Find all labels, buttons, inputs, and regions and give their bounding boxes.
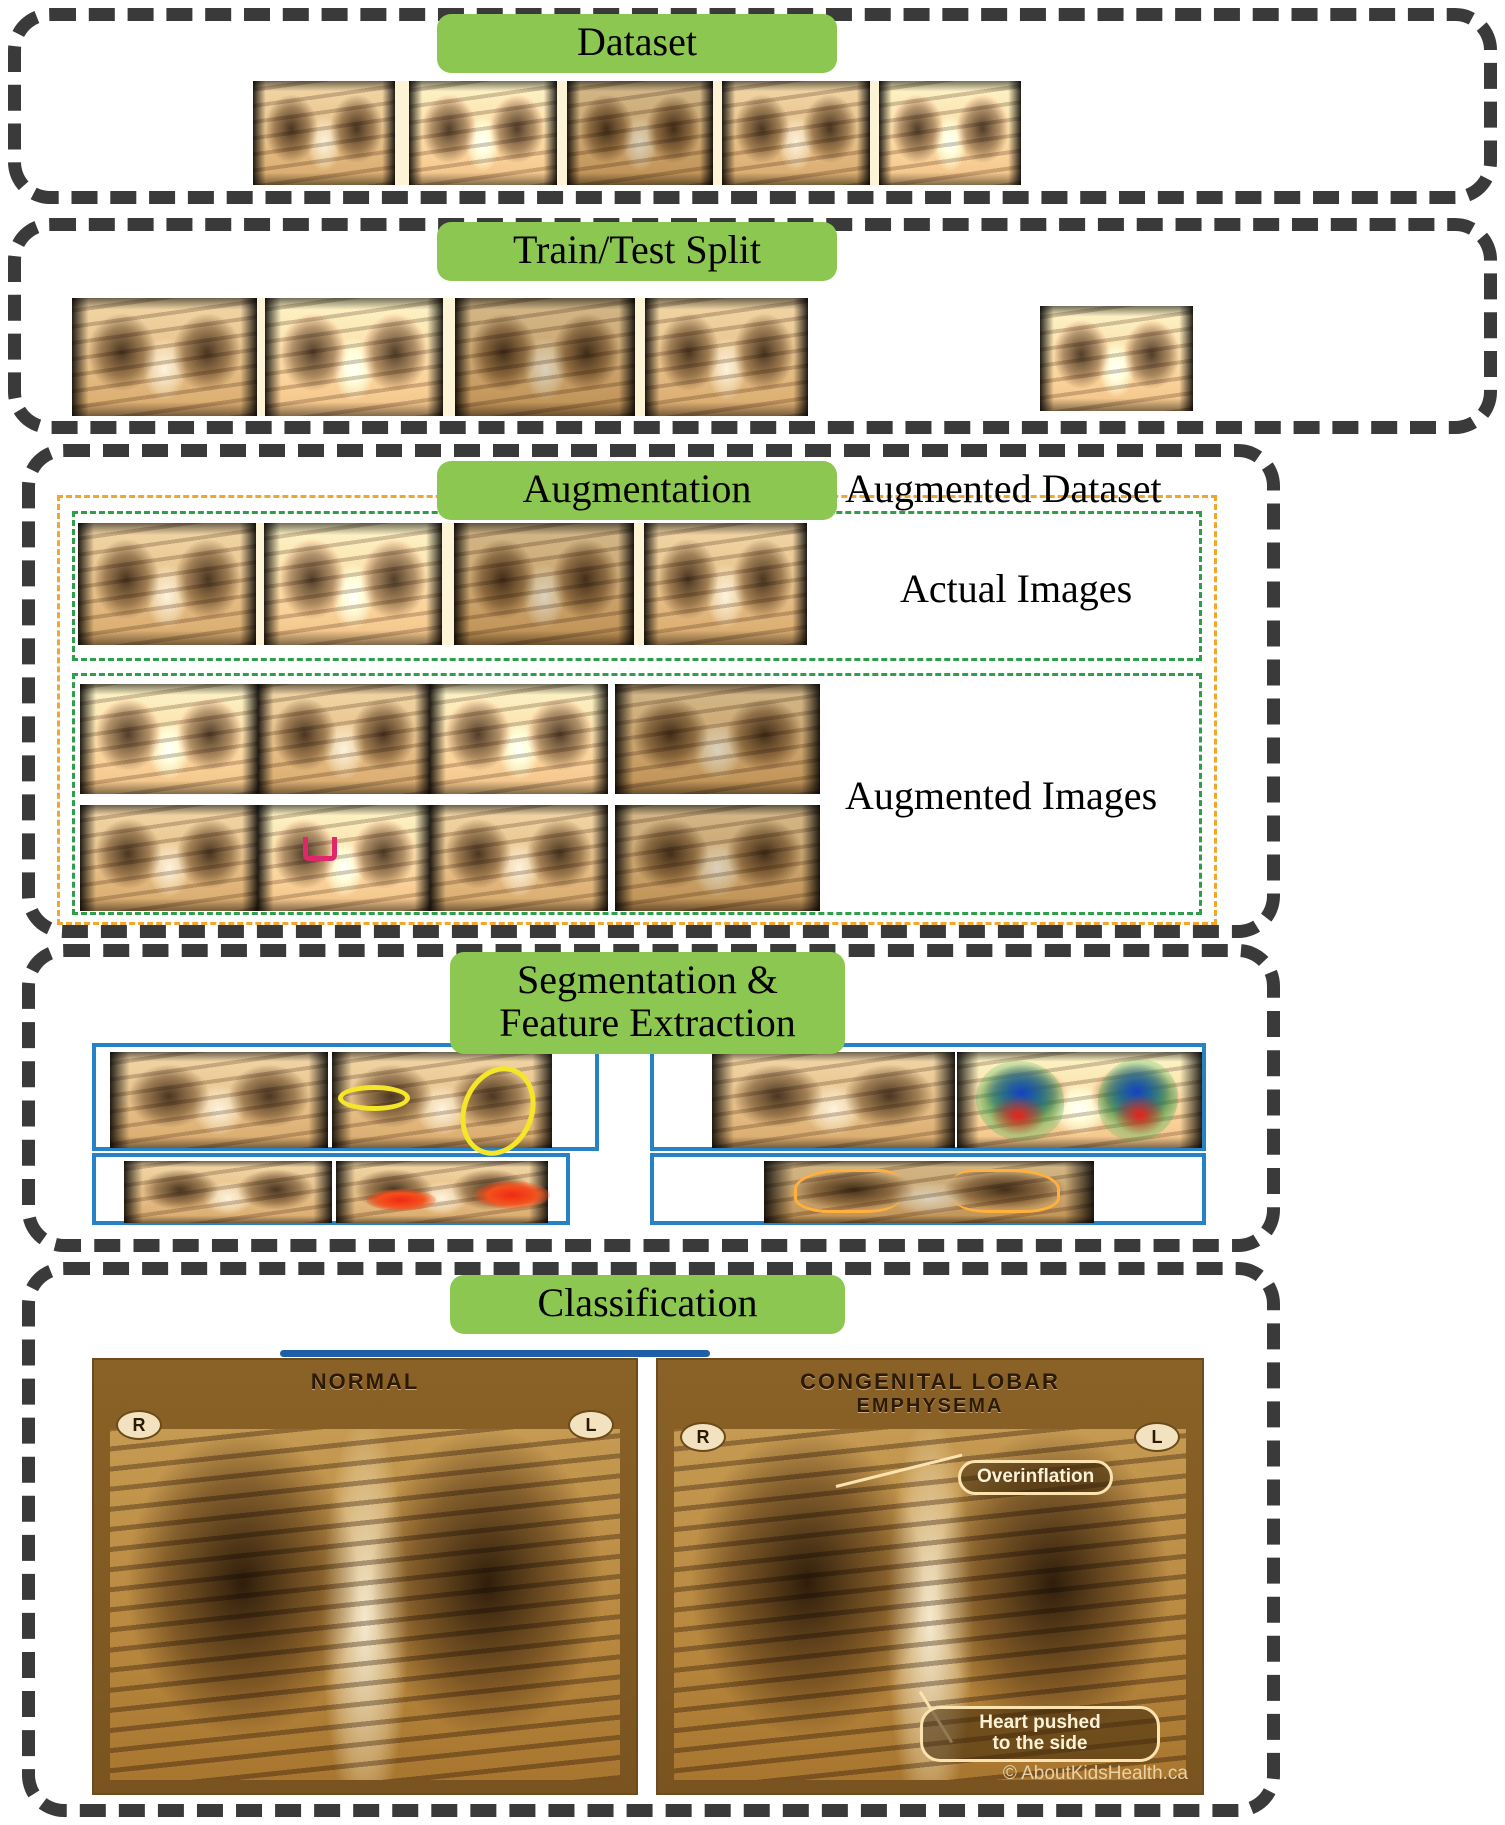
classification-abnormal-title: CONGENITAL LOBAR EMPHYSEMA — [658, 1369, 1202, 1418]
callout-overinflation: Overinflation — [958, 1460, 1114, 1495]
augmentation-aug-6 — [258, 805, 430, 911]
augmentation-actual-4 — [644, 523, 807, 645]
augmentation-aug-5 — [80, 805, 258, 911]
actual-images-label: Actual Images — [900, 566, 1133, 611]
stage-label-split: Train/Test Split — [437, 222, 837, 282]
augmentation-aug-7 — [430, 805, 608, 911]
stage-classification — [22, 1262, 1280, 1817]
segmentation-xray-annotated — [332, 1052, 552, 1148]
film-gap — [443, 298, 455, 416]
film-gap — [442, 523, 454, 645]
classification-panel-abnormal: CONGENITAL LOBAR EMPHYSEMA R L Overinfla… — [656, 1358, 1204, 1795]
segmentation-xray-plain — [110, 1052, 328, 1148]
segmentation-panel-bottom-left — [92, 1153, 570, 1225]
dataset-xray-2 — [409, 81, 557, 185]
dataset-xray-5 — [879, 81, 1021, 185]
stage-segmentation — [22, 944, 1280, 1252]
train-xray-2 — [265, 298, 443, 416]
heat-region-left — [366, 1189, 436, 1211]
classification-abnormal-title-main: CONGENITAL LOBAR — [800, 1368, 1060, 1394]
film-gap — [634, 523, 644, 645]
segmentation-panel-top-right — [650, 1043, 1206, 1151]
augmentation-actual-1 — [78, 523, 256, 645]
stage-label-augmentation: Augmentation — [437, 461, 837, 521]
stage-dataset — [8, 8, 1497, 204]
callout-heart-pushed: Heart pushed to the side — [920, 1706, 1160, 1762]
normal-chest-xray — [110, 1429, 620, 1781]
augmentation-actual-2 — [264, 523, 442, 645]
stage-augmentation — [22, 444, 1280, 938]
segmentation-panel-bottom-right — [650, 1153, 1206, 1225]
dataset-xray-1 — [253, 81, 395, 185]
annotation-ellipse-small — [338, 1085, 410, 1111]
watermark-credit: © AboutKidsHealth.ca — [1002, 1763, 1188, 1784]
film-gap — [635, 298, 645, 416]
side-badge-left: L — [568, 1410, 614, 1440]
augmentation-aug-3 — [430, 684, 608, 794]
dataset-xray-3 — [567, 81, 713, 185]
stage-label-classification: Classification — [450, 1275, 845, 1335]
augmentation-aug-8 — [615, 805, 820, 911]
segmentation-xray-pre — [124, 1161, 332, 1223]
film-gap — [713, 81, 722, 185]
heatmap-blob-left — [976, 1061, 1064, 1141]
augmentation-aug-2 — [258, 684, 430, 794]
lung-contour-left — [794, 1169, 900, 1213]
augmentation-actual-3 — [454, 523, 634, 645]
film-gap — [395, 81, 409, 185]
side-badge-left: L — [1134, 1422, 1180, 1452]
train-xray-1 — [72, 298, 257, 416]
film-gap — [256, 523, 264, 645]
classification-abnormal-title-sub: EMPHYSEMA — [856, 1394, 1004, 1417]
augmented-dataset-label: Augmented Dataset — [845, 466, 1162, 511]
classification-panel-normal: NORMAL R L — [92, 1358, 638, 1795]
segmentation-xray-source — [712, 1052, 955, 1148]
augmentation-aug-4 — [615, 684, 820, 794]
film-gap — [257, 298, 265, 416]
film-gap — [557, 81, 567, 185]
stage-label-dataset: Dataset — [437, 14, 837, 74]
classification-normal-title: NORMAL — [310, 1368, 420, 1394]
augmented-images-box — [72, 673, 1202, 915]
dataset-xray-4 — [722, 81, 870, 185]
segmentation-panel-top-left — [92, 1043, 599, 1168]
film-gap — [870, 81, 879, 185]
classification-divider — [280, 1350, 710, 1357]
train-xray-3 — [455, 298, 635, 416]
augmented-images-label: Augmented Images — [845, 773, 1158, 818]
heat-region-right — [474, 1181, 550, 1209]
side-badge-right: R — [680, 1422, 726, 1452]
augmentation-aug-1 — [80, 684, 258, 794]
lung-contour-right — [954, 1169, 1060, 1213]
train-xray-4 — [645, 298, 808, 416]
stage-label-segmentation: Segmentation & Feature Extraction — [450, 952, 845, 1055]
side-badge-right: R — [116, 1410, 162, 1440]
test-xray-1 — [1040, 306, 1193, 411]
